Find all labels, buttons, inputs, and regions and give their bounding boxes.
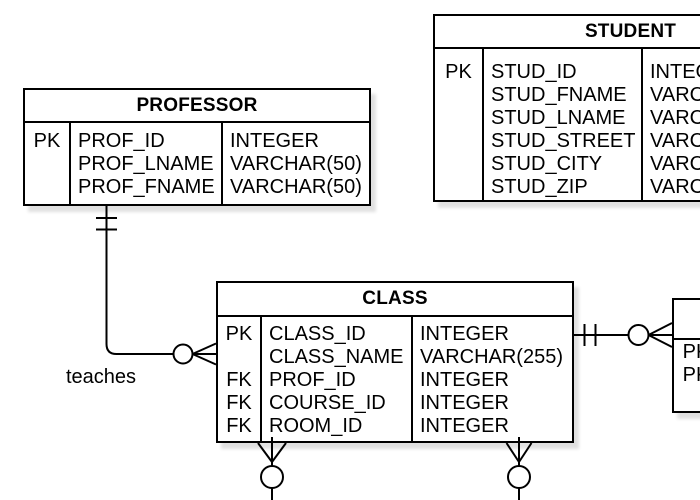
attribute-name: STUD_STREET <box>491 130 636 152</box>
attribute-type: INTEGER <box>420 369 509 391</box>
fk-label: FK <box>226 415 252 437</box>
attribute-name: PROF_ID <box>78 130 165 152</box>
pk-label: PK <box>225 323 253 345</box>
attribute-name: STUD_ID <box>491 61 577 83</box>
student-attribute-column: STUD_ID STUD_FNAME STUD_LNAME STUD_STREE… <box>484 49 643 200</box>
relationship-class-bottom-right <box>505 437 533 500</box>
attribute-type: INTEGER <box>650 61 700 83</box>
class-attribute-column: CLASS_ID CLASS_NAME PROF_ID COURSE_ID RO… <box>262 317 413 441</box>
entity-professor-title: PROFESSOR <box>25 90 369 123</box>
pk-label: PK <box>33 130 61 152</box>
attribute-name: CLASS_ID <box>269 323 366 345</box>
entity-student-title: STUDENT <box>435 16 700 49</box>
attribute-name: PROF_LNAME <box>78 153 214 175</box>
entity-student: STUDENT PK STUD_ID STUD_FNAME STUD_LNAME… <box>433 14 700 202</box>
one-and-only-one-ticks-icon <box>96 217 117 231</box>
attribute-type: INTEGER <box>420 323 509 345</box>
attribute-name: STUD_ZIP <box>491 176 588 198</box>
relationship-label-teaches: teaches <box>66 366 137 388</box>
pk-label: PK <box>682 364 700 386</box>
attribute-type: VARCHAR(50) <box>230 153 362 175</box>
crow-foot-icon <box>648 322 673 348</box>
entity-class: CLASS PK FK FK FK CLASS_ID CLASS_NAME PR… <box>216 281 574 443</box>
attribute-type: VARCHAR <box>650 84 700 106</box>
entity-partial-right-title <box>674 300 700 340</box>
zero-or-many-circle-icon <box>627 324 650 346</box>
class-key-column: PK FK FK FK <box>218 317 262 441</box>
attribute-name: STUD_FNAME <box>491 84 627 106</box>
relationship-class-bottom-left <box>257 437 287 500</box>
pk-label: PK <box>682 341 700 363</box>
professor-type-column: INTEGER VARCHAR(50) VARCHAR(50) <box>223 123 369 204</box>
attribute-type: VARCHAR <box>650 107 700 129</box>
attribute-type: VARCHAR <box>650 153 700 175</box>
entity-class-title: CLASS <box>218 283 572 317</box>
fk-label: FK <box>226 369 252 391</box>
student-type-column: INTEGER VARCHAR VARCHAR VARCHAR VARCHAR … <box>643 49 700 200</box>
attribute-name: PROF_FNAME <box>78 176 215 198</box>
zero-or-many-circle-icon <box>172 343 194 365</box>
attribute-type: VARCHAR <box>650 176 700 198</box>
pk-label: PK <box>445 61 472 83</box>
relationship-class-right-entity <box>574 322 673 348</box>
zero-or-many-circle-icon <box>260 465 284 489</box>
class-type-column: INTEGER VARCHAR(255) INTEGER INTEGER INT… <box>413 317 572 441</box>
connector-line <box>105 205 174 355</box>
crow-foot-icon <box>192 342 217 366</box>
attribute-name: COURSE_ID <box>269 392 386 414</box>
entity-professor: PROFESSOR PK PROF_ID PROF_LNAME PROF_FNA… <box>23 88 371 206</box>
partial-key-column: PK PK <box>674 340 700 411</box>
attribute-type: VARCHAR(255) <box>420 346 563 368</box>
attribute-type: INTEGER <box>420 392 509 414</box>
attribute-name: PROF_ID <box>269 369 356 391</box>
attribute-name: STUD_LNAME <box>491 107 626 129</box>
entity-partial-right: PK PK <box>672 298 700 413</box>
professor-key-column: PK <box>25 123 71 204</box>
relationship-professor-teaches-class <box>96 205 217 366</box>
attribute-name: CLASS_NAME <box>269 346 404 368</box>
attribute-type: VARCHAR(50) <box>230 176 362 198</box>
attribute-type: INTEGER <box>230 130 319 152</box>
fk-label: FK <box>226 392 252 414</box>
attribute-name: ROOM_ID <box>269 415 363 437</box>
student-key-column: PK <box>435 49 484 200</box>
professor-attribute-column: PROF_ID PROF_LNAME PROF_FNAME <box>71 123 223 204</box>
attribute-name: STUD_CITY <box>491 153 603 175</box>
one-and-only-one-ticks-icon <box>583 324 597 346</box>
zero-or-many-circle-icon <box>507 465 531 489</box>
attribute-type: INTEGER <box>420 415 509 437</box>
attribute-type: VARCHAR <box>650 130 700 152</box>
